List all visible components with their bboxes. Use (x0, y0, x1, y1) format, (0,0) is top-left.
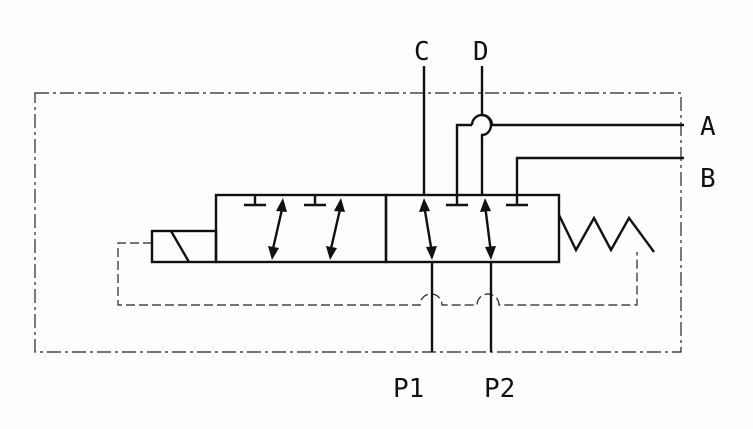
solenoid-actuator (150, 229, 218, 264)
flow-arrowhead-3a (419, 198, 430, 212)
port-label-d: D (473, 37, 489, 67)
blocked-port-a (446, 195, 468, 207)
line-a (455, 123, 684, 195)
line-b (515, 156, 684, 195)
flow-arrowhead-2b (326, 246, 337, 260)
line-d-hop (470, 113, 494, 126)
flow-arrowhead-4b (485, 246, 496, 260)
flow-arrowhead-1a (276, 198, 287, 212)
spring-actuator (557, 214, 655, 253)
flow-arrowhead-4a (480, 198, 491, 212)
valve-envelope-left (214, 193, 388, 264)
blocked-port-1 (244, 195, 266, 207)
flow-arrowhead-1b (268, 246, 279, 260)
pilot-line (117, 242, 638, 306)
valve-envelope-right (384, 193, 561, 264)
port-label-p1: P1 (393, 374, 424, 404)
line-d (480, 66, 493, 195)
flow-arrow-4 (483, 204, 493, 254)
port-label-a: A (700, 112, 716, 142)
flow-arrowhead-3b (426, 246, 437, 260)
flow-arrow-2 (328, 204, 343, 254)
solenoid-winding (169, 230, 191, 263)
flow-arrowhead-2a (334, 198, 345, 212)
flow-arrow-1 (270, 204, 285, 254)
blocked-port-b (506, 195, 528, 207)
envelope-boundary (34, 92, 682, 353)
port-label-b: B (700, 164, 716, 194)
blocked-port-2 (304, 195, 326, 207)
port-label-p2: P2 (484, 374, 515, 404)
flow-arrow-3 (422, 204, 434, 254)
port-label-c: C (414, 37, 430, 67)
